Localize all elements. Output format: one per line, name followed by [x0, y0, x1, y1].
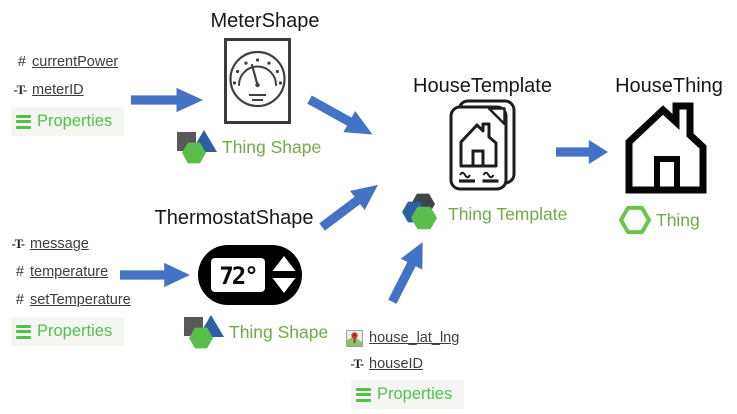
badge-thing-shape-thermostat: Thing Shape [184, 313, 328, 351]
arrow-meter-properties-to-metershape [131, 87, 203, 113]
properties-label-text: Properties [37, 112, 113, 130]
property-link-meterid[interactable]: meterID [32, 82, 84, 98]
meter-properties-group: # currentPower -T- meterID Properties [4, 48, 125, 136]
property-link-message[interactable]: message [30, 236, 89, 252]
thermostat-properties-group: -T- message # temperature # setTemperatu… [2, 230, 131, 346]
badge-thing: Thing [617, 202, 700, 238]
property-row: house_lat_lng [341, 325, 464, 351]
property-link-houseid[interactable]: houseID [369, 356, 424, 372]
string-type-icon: -T- [11, 236, 24, 251]
thing-icon [619, 205, 651, 235]
properties-list-icon [16, 324, 31, 339]
house-properties-group: house_lat_lng -T- houseID Properties [341, 325, 465, 409]
properties-section-label: Properties [11, 317, 125, 346]
thermostat-up-arrow-icon [272, 256, 296, 271]
thing-shape-icon [177, 130, 217, 164]
property-row: -T- houseID [341, 351, 464, 377]
badge-thing-template: Thing Template [399, 191, 567, 237]
node-title-housetemplate: HouseTemplate [413, 75, 552, 97]
node-title-thermostatshape: ThermostatShape [154, 207, 314, 229]
property-link-temperature[interactable]: temperature [30, 264, 109, 280]
badge-label: Thing Template [448, 203, 568, 224]
property-row: # temperature [2, 258, 131, 286]
property-row: # currentPower [4, 48, 124, 76]
properties-list-icon [16, 114, 31, 129]
properties-label-text: Properties [377, 385, 453, 403]
string-type-icon: -T- [350, 356, 363, 371]
property-row: -T- meterID [4, 76, 124, 104]
properties-section-label: Properties [11, 107, 125, 136]
arrow-thermostatshape-to-housetemplate [319, 184, 378, 231]
arrow-thermostat-properties-to-thermostatshape [120, 262, 190, 288]
number-type-icon: # [15, 292, 24, 308]
properties-list-icon [356, 387, 371, 402]
property-link-house-lat-lng[interactable]: house_lat_lng [369, 330, 460, 346]
property-row: # setTemperature [2, 286, 131, 314]
properties-label-text: Properties [37, 322, 113, 340]
meter-gauge-icon [223, 37, 292, 125]
properties-section-label: Properties [351, 380, 465, 409]
property-link-currentpower[interactable]: currentPower [32, 54, 119, 70]
property-row: -T- message [2, 230, 131, 258]
thermostat-display-value: 72° [219, 262, 256, 290]
badge-label: Thing [656, 209, 700, 230]
thing-shape-icon [184, 315, 224, 349]
arrow-metershape-to-housetemplate [307, 95, 373, 135]
house-icon [618, 95, 714, 197]
badge-label: Thing Shape [229, 321, 329, 342]
badge-label: Thing Shape [222, 136, 322, 157]
number-type-icon: # [17, 54, 26, 70]
node-title-metershape: MeterShape [210, 10, 320, 32]
badge-thing-shape-meter: Thing Shape [177, 128, 321, 166]
arrow-housetemplate-to-housething [556, 139, 608, 165]
thermostat-down-arrow-icon [272, 278, 296, 293]
number-type-icon: # [15, 264, 24, 280]
arrow-house-properties-to-thingtemplate [388, 242, 423, 304]
string-type-icon: -T- [13, 82, 26, 97]
thermostat-icon: 72° [197, 244, 303, 306]
house-template-document-icon [444, 98, 520, 193]
property-link-settemperature[interactable]: setTemperature [30, 292, 131, 308]
node-title-housething: HouseThing [615, 75, 723, 97]
thing-template-icon [402, 193, 437, 230]
location-type-icon [346, 329, 363, 347]
